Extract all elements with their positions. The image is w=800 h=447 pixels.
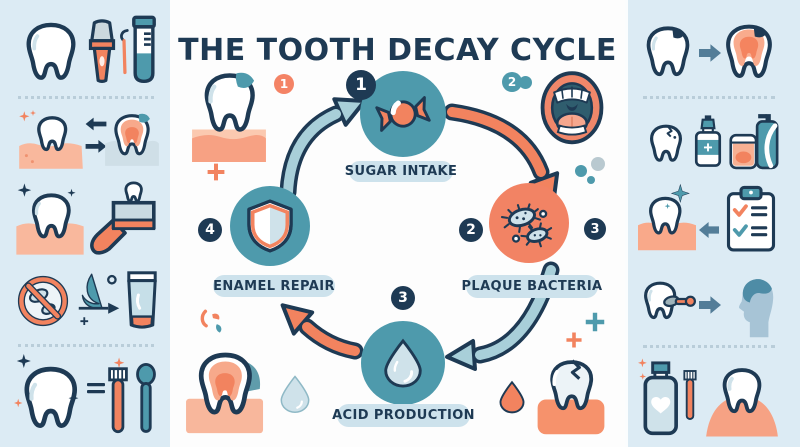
dental-probe-icon xyxy=(120,29,129,75)
swap-arrows-icon xyxy=(85,117,107,153)
person-profile-icon xyxy=(739,279,774,338)
step-circle-enamel-repair xyxy=(230,186,310,266)
medicine-bottle-icon xyxy=(694,115,722,167)
checklist-icon xyxy=(726,185,776,252)
right-divider-1 xyxy=(643,96,775,99)
orange-plus xyxy=(566,332,582,348)
tooth-in-gum-decay-icon xyxy=(192,72,266,162)
bacteria-icon xyxy=(500,203,553,248)
tooth-on-gum-icon xyxy=(706,368,778,437)
step-badge-1: 1 xyxy=(346,70,376,100)
teal-plus xyxy=(585,312,605,332)
step-badge-3b: 3 xyxy=(391,286,415,310)
page-title: THE TOOTH DECAY CYCLE xyxy=(178,33,617,69)
tooth-dental-tool-icon xyxy=(644,281,696,320)
step-badge-4: 4 xyxy=(198,218,222,242)
teal-dot xyxy=(575,165,587,177)
tooth-in-gum-sparkle-icon xyxy=(16,183,84,255)
swoosh-arrow-plus-icon xyxy=(78,273,120,326)
left-divider-1 xyxy=(18,96,154,99)
right-divider-2 xyxy=(643,345,775,348)
label-sugar-intake: SUGAR INTAKE xyxy=(345,161,457,182)
teal-dot-small xyxy=(587,176,595,184)
tooth-icon xyxy=(20,16,82,86)
inflamed-tooth-icon xyxy=(720,16,778,86)
label-enamel-repair: ENAMEL REPAIR xyxy=(213,275,335,297)
step-badge-2: 2 xyxy=(459,218,483,242)
toothbrush-cleaning-tooth-icon xyxy=(90,181,156,255)
decayed-tooth-cross-section-icon xyxy=(105,113,159,166)
toothpaste-tube-icon xyxy=(127,271,157,329)
tooth-in-gum-sparkle-icon xyxy=(19,110,83,169)
doodle-squiggle xyxy=(200,309,222,333)
left-divider-2 xyxy=(18,344,154,347)
blue-drop-icon xyxy=(280,375,310,413)
step-circle-sugar-intake xyxy=(360,71,446,157)
candy-icon xyxy=(375,96,431,132)
cracked-tooth-on-gum-icon xyxy=(537,359,605,435)
decorative-badge-1: 1 xyxy=(274,74,294,94)
shield-icon xyxy=(247,199,293,253)
cream-jar-and-pump-bottle-icon xyxy=(729,114,779,170)
arrow-right-icon xyxy=(699,44,721,62)
tongue-cleaner-icon xyxy=(136,362,156,433)
gray-dot xyxy=(591,157,605,171)
no-bacteria-icon xyxy=(17,275,69,327)
step-circle-acid-production xyxy=(361,321,445,405)
mouthwash-and-toothbrush-icon xyxy=(638,358,678,436)
test-tube-icon xyxy=(132,15,156,83)
cracked-tooth-icon xyxy=(649,124,683,162)
arrow-right-icon xyxy=(699,296,721,314)
teal-dot xyxy=(519,76,532,89)
sparkling-tooth-icon xyxy=(14,354,79,438)
step-badge-3: 3 xyxy=(584,218,606,240)
cavity-tooth-icon xyxy=(646,26,690,77)
label-acid-production: ACID PRODUCTION xyxy=(332,404,475,427)
mouth-open-icon xyxy=(540,71,604,145)
orange-plus xyxy=(207,163,225,181)
equals-sign xyxy=(87,383,105,394)
toothbrush-icon xyxy=(683,370,697,420)
dental-polisher-icon xyxy=(88,19,116,83)
label-plaque-bacteria: PLAQUE BACTERIA xyxy=(461,275,602,298)
step-circle-plaque-bacteria xyxy=(489,183,569,263)
toothbrush-icon xyxy=(108,357,128,434)
orange-drop-icon xyxy=(499,381,525,414)
tooth-in-gum-sparkle-icon xyxy=(638,184,696,251)
arrow-left-icon xyxy=(699,222,719,238)
cycle-arrow-3-to-4 xyxy=(280,303,364,360)
water-drop-icon xyxy=(384,339,422,388)
tooth-cross-section-icon xyxy=(186,348,264,434)
decorative-badge-2: 2 xyxy=(502,72,522,92)
